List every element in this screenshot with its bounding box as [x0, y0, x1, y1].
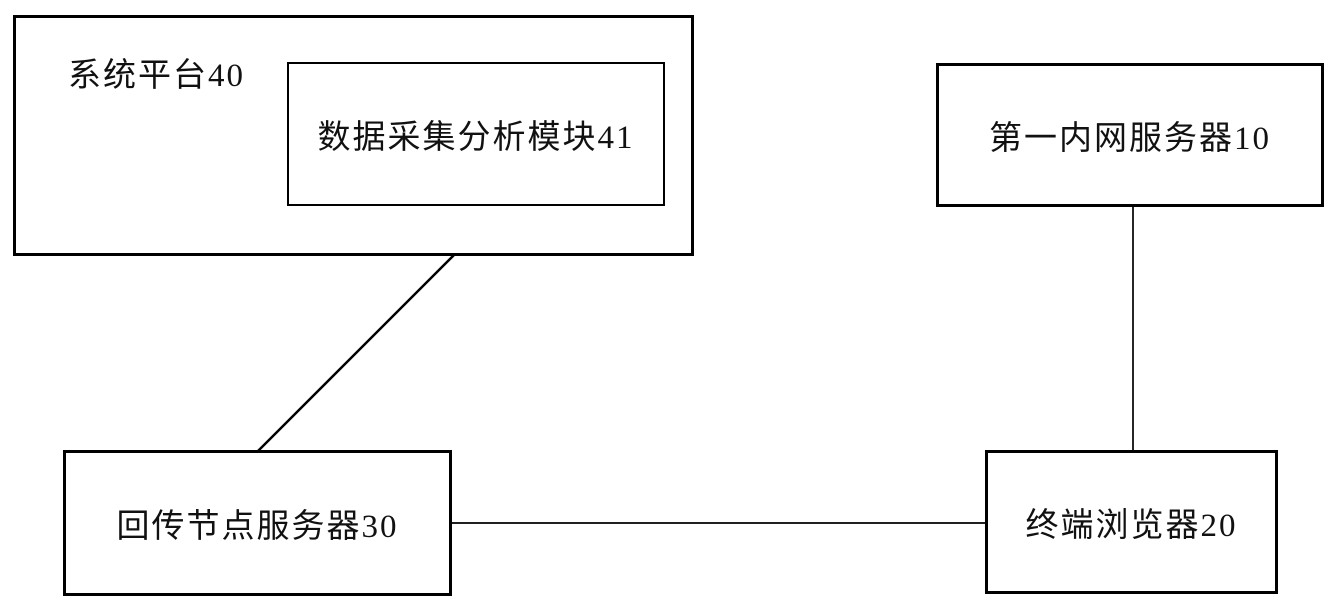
node-label-data-collection-module: 数据采集分析模块41	[317, 120, 635, 156]
node-terminal-browser-20: 终端浏览器20	[985, 450, 1278, 594]
node-system-platform-40: 系统平台40 数据采集分析模块41	[13, 15, 694, 256]
node-data-collection-analysis-module-41: 数据采集分析模块41	[287, 62, 665, 206]
node-label-system-platform: 系统平台40	[68, 58, 245, 94]
node-label-backhaul-node-server: 回传节点服务器30	[116, 509, 399, 545]
node-backhaul-node-server-30: 回传节点服务器30	[63, 450, 452, 596]
node-label-first-intranet-server: 第一内网服务器10	[989, 121, 1271, 157]
node-first-intranet-server-10: 第一内网服务器10	[936, 63, 1324, 207]
node-label-terminal-browser: 终端浏览器20	[1025, 508, 1238, 544]
